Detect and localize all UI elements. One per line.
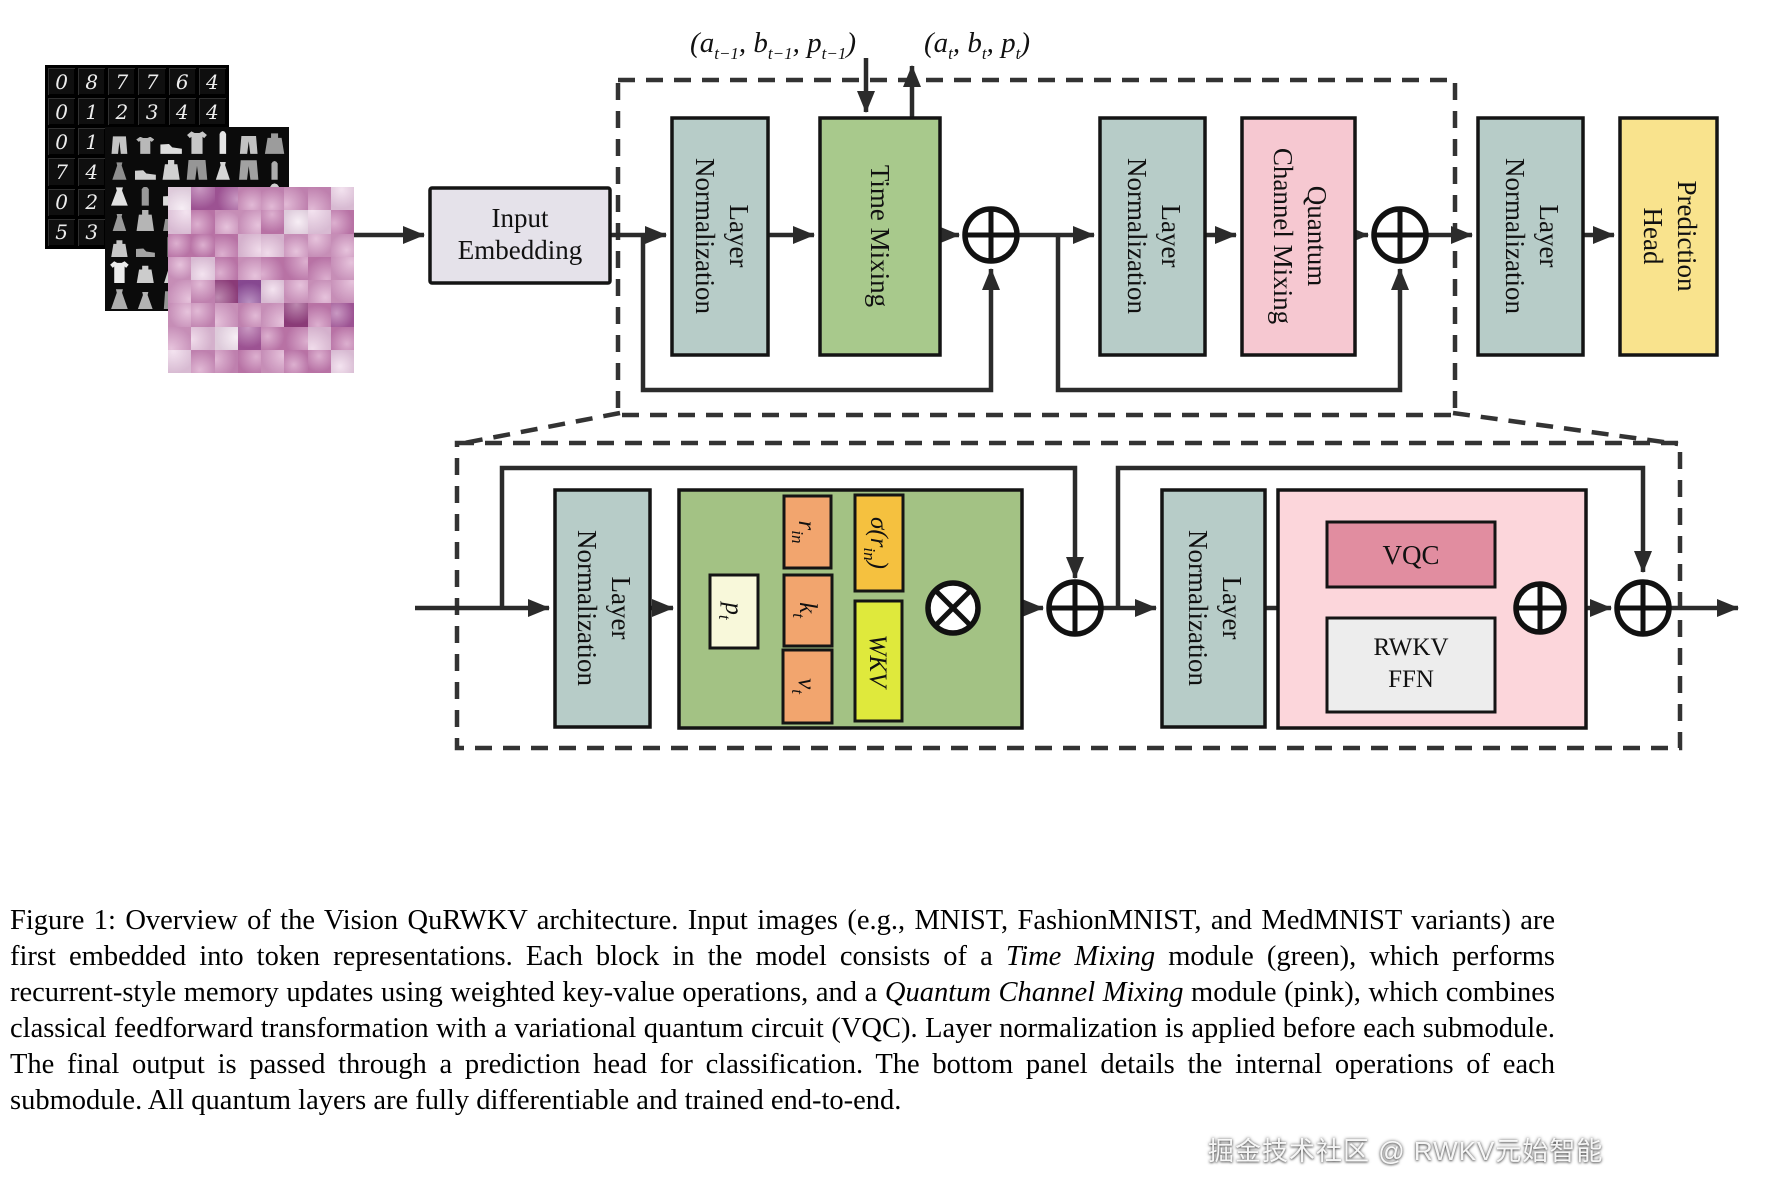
caption-segment: module (green), which performs recurrent… — [10, 941, 1555, 1009]
layer-norm-box-2: Layer Normalization — [1098, 116, 1207, 357]
svg-text:Layer: Layer — [1217, 577, 1247, 640]
layer-norm-box-1: Layer Normalization — [670, 116, 770, 357]
detail-dashed-frame — [454, 440, 1683, 751]
input-embedding-box: Input Embedding — [428, 186, 612, 285]
caption-segment-italic: Quantum Channel Mixing — [884, 977, 1184, 1009]
sum-node-detail-2 — [1614, 579, 1672, 637]
state-label-curr: (at, bt, pt) — [924, 27, 1030, 63]
detail-skip-1 — [499, 465, 1084, 608]
vqc-box: VQC — [1325, 520, 1497, 589]
sigma-box: σ(rin) — [853, 493, 905, 593]
time-mixing-detail-module: pt rin kt vt σ(rin) WKV — [677, 488, 1024, 730]
svg-text:Normalization: Normalization — [1183, 530, 1213, 686]
r-box: rin — [782, 494, 833, 570]
svg-text:Embedding: Embedding — [458, 235, 582, 265]
svg-text:rin: rin — [788, 521, 820, 544]
p-box: pt — [708, 573, 760, 650]
detail-skip-2 — [1115, 465, 1652, 608]
svg-text:Layer: Layer — [1156, 205, 1186, 268]
svg-text:kt: kt — [789, 602, 821, 619]
layer-norm-box-5: Layer Normalization — [1160, 488, 1267, 729]
medmnist-image — [168, 187, 354, 373]
sum-node-detail-1 — [1046, 579, 1104, 637]
svg-text:RWKV: RWKV — [1374, 634, 1449, 661]
svg-text:WKV: WKV — [864, 635, 891, 691]
sum-node-2 — [1371, 206, 1429, 264]
residual-skip-1 — [640, 235, 1000, 393]
layer-norm-box-3: Layer Normalization — [1476, 116, 1585, 357]
caption-segment: module (pink), which combines classical … — [10, 977, 1556, 1117]
architecture-diagram: (at−1, bt−1, pt−1) (at, bt, pt) Input Em… — [354, 27, 1739, 751]
svg-text:Time Mixing: Time Mixing — [865, 165, 895, 307]
state-label-prev: (at−1, bt−1, pt−1) — [690, 27, 856, 63]
watermark: 掘金技术社区 @ RWKV元始智能 — [1208, 1136, 1604, 1166]
svg-text:Input: Input — [492, 203, 549, 233]
layer-norm-box-4: Layer Normalization — [553, 488, 652, 729]
svg-text:Layer: Layer — [724, 205, 754, 268]
svg-text:Prediction: Prediction — [1672, 181, 1702, 292]
svg-text:Channel Mixing: Channel Mixing — [1268, 148, 1298, 324]
v-box: vt — [781, 648, 834, 725]
svg-text:Normalization: Normalization — [690, 158, 720, 314]
caption-segment-italic: Time Mixing — [1005, 941, 1156, 973]
rwkv-ffn-box: RWKV FFN — [1325, 616, 1497, 714]
svg-text:FFN: FFN — [1388, 666, 1434, 693]
svg-text:Layer: Layer — [1534, 205, 1564, 268]
svg-text:Normalization: Normalization — [572, 530, 602, 686]
svg-text:Head: Head — [1638, 208, 1668, 265]
product-node — [925, 580, 981, 636]
prediction-head-box: Prediction Head — [1618, 116, 1719, 357]
zoom-connector-left — [458, 410, 621, 447]
svg-text:Layer: Layer — [606, 577, 636, 640]
quantum-channel-mixing-detail-module: VQC RWKV FFN — [1276, 488, 1588, 730]
caption-segment: Figure 1: Overview of the Vision QuRWKV … — [10, 905, 1555, 973]
quantum-channel-mixing-box: Quantum Channel Mixing — [1240, 116, 1357, 357]
svg-text:VQC: VQC — [1382, 540, 1439, 570]
svg-text:Quantum: Quantum — [1302, 186, 1332, 287]
k-box: kt — [782, 573, 834, 648]
top-row-connectors — [354, 58, 1615, 393]
svg-text:vt: vt — [788, 678, 820, 695]
svg-text:Normalization: Normalization — [1122, 158, 1152, 314]
svg-text:Normalization: Normalization — [1500, 158, 1530, 314]
residual-skip-2 — [1055, 235, 1409, 393]
svg-text:pt: pt — [715, 600, 747, 621]
sum-node-pink — [1513, 581, 1567, 635]
wkv-box: WKV — [853, 599, 904, 723]
time-mixing-box: Time Mixing — [818, 116, 942, 357]
zoom-connector-right — [1452, 410, 1679, 447]
sum-node-1 — [962, 206, 1020, 264]
svg-text:σ(rin): σ(rin) — [860, 517, 892, 569]
figure-caption: Figure 1: Overview of the Vision QuRWKV … — [10, 903, 1555, 1119]
